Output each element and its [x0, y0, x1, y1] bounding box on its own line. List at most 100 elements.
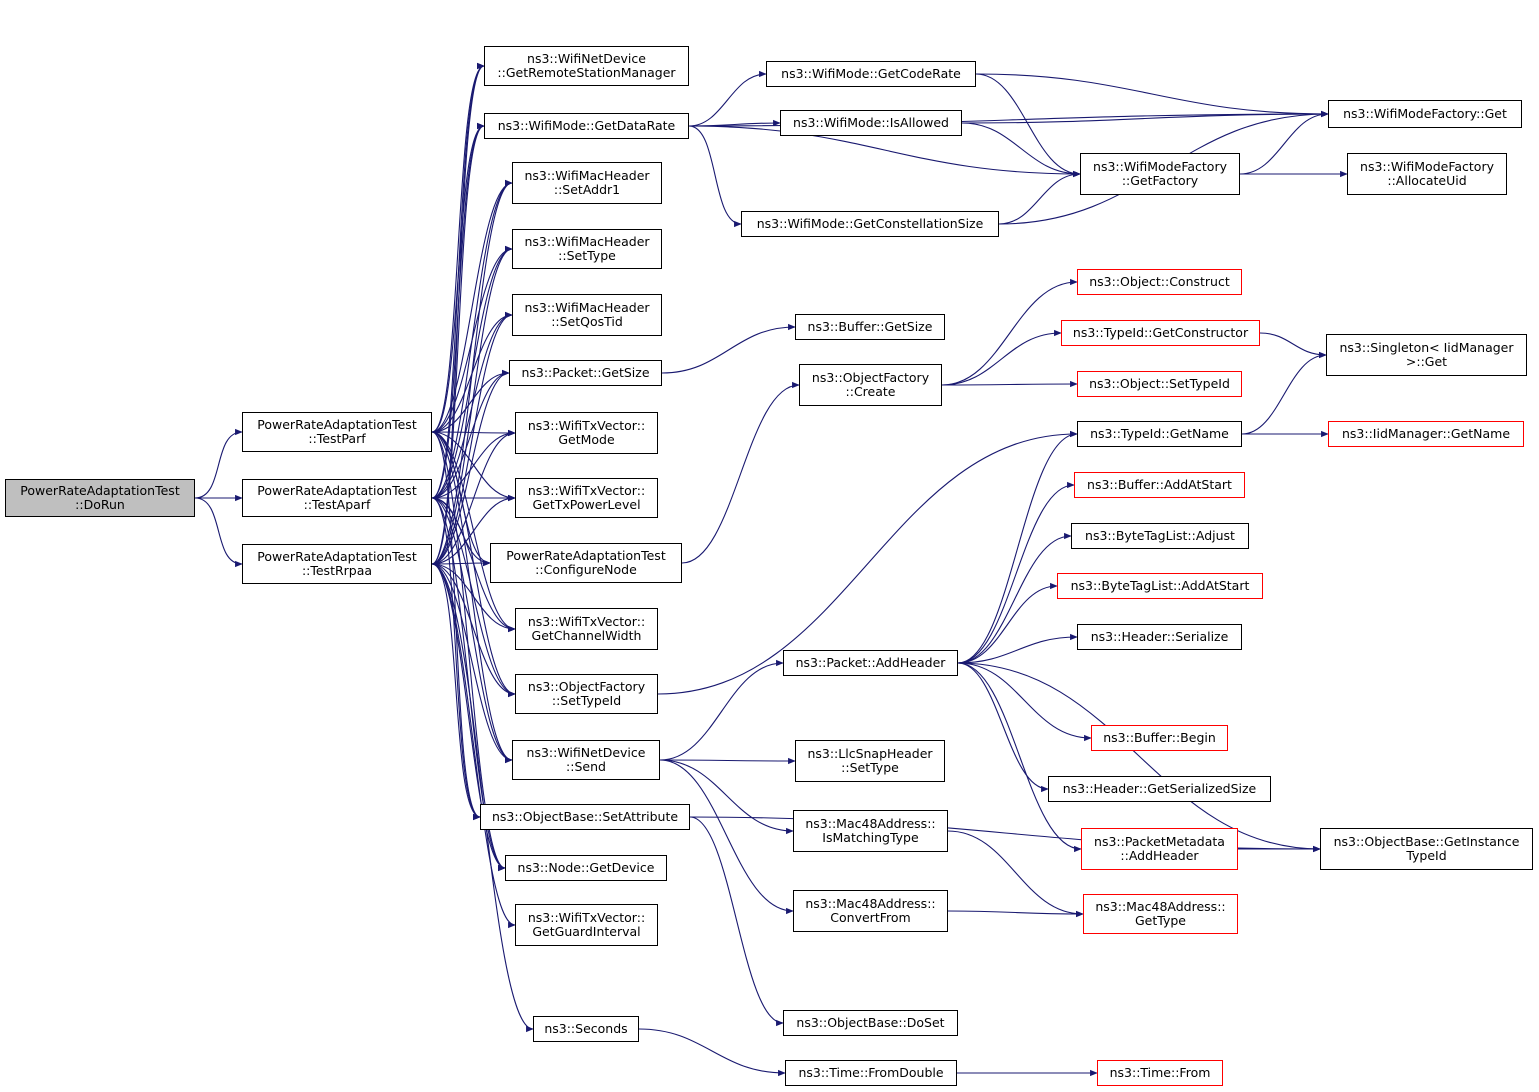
- node-label-line: ns3::Node::GetDevice: [517, 859, 655, 875]
- node-label-line: ns3::WifiTxVector::: [527, 613, 646, 629]
- edge-testrrpaa-to-send: [431, 563, 513, 764]
- node-singleton-get[interactable]: ns3::Singleton< IidManager >::Get: [1326, 334, 1527, 376]
- node-gettxpower[interactable]: ns3::WifiTxVector::GetTxPowerLevel: [515, 478, 658, 518]
- node-packet-getsize[interactable]: ns3::Packet::GetSize: [509, 360, 662, 386]
- node-iid-getname[interactable]: ns3::IidManager::GetName: [1328, 421, 1524, 447]
- node-label-line: GetGuardInterval: [532, 924, 641, 939]
- node-btl-adjust[interactable]: ns3::ByteTagList::Adjust: [1071, 523, 1249, 549]
- node-wmf-get[interactable]: ns3::WifiModeFactory::Get: [1328, 100, 1522, 128]
- node-label-line: ns3::ByteTagList::Adjust: [1085, 527, 1235, 543]
- node-llc-settype[interactable]: ns3::LlcSnapHeader::SetType: [795, 740, 945, 782]
- node-obj-settypeid[interactable]: ns3::Object::SetTypeId: [1077, 371, 1242, 397]
- node-buffer-addatstart[interactable]: ns3::Buffer::AddAtStart: [1074, 472, 1245, 498]
- node-label-line: ns3::TypeId::GetName: [1090, 425, 1229, 441]
- node-label-line: ns3::Mac48Address::: [1095, 898, 1226, 914]
- node-setqostid[interactable]: ns3::WifiMacHeader::SetQosTid: [512, 294, 662, 336]
- node-label-line: ::TestRrpaa: [301, 563, 373, 578]
- node-getmode[interactable]: ns3::WifiTxVector::GetMode: [515, 412, 658, 454]
- node-isallowed[interactable]: ns3::WifiMode::IsAllowed: [780, 110, 962, 136]
- node-testparf[interactable]: PowerRateAdaptationTest::TestParf: [242, 412, 432, 452]
- node-label-line: ::TestParf: [308, 431, 366, 446]
- node-label-line: ::GetRemoteStationManager: [497, 65, 676, 80]
- node-settype-mac[interactable]: ns3::WifiMacHeader::SetType: [512, 229, 662, 269]
- node-label-line: ns3::ObjectBase::SetAttribute: [491, 808, 679, 824]
- edge-testparf-to-getrsm: [431, 63, 485, 433]
- edge-isallowed-to-wmf-getfactory: [961, 122, 1081, 178]
- node-label-line: ns3::ObjectBase::GetInstance: [1333, 833, 1520, 849]
- node-buffer-begin[interactable]: ns3::Buffer::Begin: [1091, 725, 1228, 751]
- node-dorun: PowerRateAdaptationTest::DoRun: [5, 479, 195, 517]
- edge-mac48-ismatching-to-mac48-gettype: [947, 830, 1084, 918]
- edge-packet-getsize-to-buffer-getsize: [661, 323, 796, 374]
- node-label-line: ns3::Object::SetTypeId: [1089, 375, 1230, 391]
- node-label-line: ns3::Packet::GetSize: [521, 364, 650, 380]
- node-wmf-alloc[interactable]: ns3::WifiModeFactory::AllocateUid: [1347, 153, 1507, 195]
- node-label-line: PowerRateAdaptationTest: [257, 482, 417, 498]
- node-wmf-getfactory[interactable]: ns3::WifiModeFactory::GetFactory: [1080, 153, 1240, 195]
- node-getdatarate[interactable]: ns3::WifiMode::GetDataRate: [484, 113, 689, 139]
- node-getdevice[interactable]: ns3::Node::GetDevice: [505, 855, 667, 881]
- node-label-line: ns3::WifiMode::GetCodeRate: [781, 65, 961, 81]
- node-tid-getname[interactable]: ns3::TypeId::GetName: [1077, 421, 1242, 447]
- edge-of-create-to-obj-construct: [941, 278, 1078, 386]
- node-pm-addheader[interactable]: ns3::PacketMetadata::AddHeader: [1081, 828, 1238, 870]
- node-testrrpaa[interactable]: PowerRateAdaptationTest::TestRrpaa: [242, 544, 432, 584]
- node-testaparf[interactable]: PowerRateAdaptationTest::TestAparf: [242, 479, 432, 517]
- node-seconds[interactable]: ns3::Seconds: [533, 1016, 639, 1042]
- node-packet-addheader[interactable]: ns3::Packet::AddHeader: [783, 650, 958, 676]
- edge-getconst-to-wmf-getfactory: [998, 170, 1081, 225]
- node-obj-construct[interactable]: ns3::Object::Construct: [1077, 269, 1242, 295]
- edge-testrrpaa-to-setaddr1: [431, 179, 513, 565]
- node-label-line: PowerRateAdaptationTest: [257, 416, 417, 432]
- node-label-line: ns3::WifiModeFactory::Get: [1343, 105, 1507, 121]
- node-tid-getctor[interactable]: ns3::TypeId::GetConstructor: [1061, 320, 1260, 346]
- node-buffer-getsize[interactable]: ns3::Buffer::GetSize: [795, 314, 945, 340]
- node-getrsm[interactable]: ns3::WifiNetDevice::GetRemoteStationMana…: [484, 46, 689, 86]
- node-label-line: ::Send: [566, 759, 606, 774]
- edge-isallowed-to-wmf-get: [961, 110, 1329, 124]
- edge-testaparf-to-send: [431, 497, 513, 764]
- node-label-line: ::SetType: [558, 248, 616, 263]
- node-label-line: ns3::WifiNetDevice: [527, 50, 646, 66]
- edge-packet-addheader-to-tid-getname: [957, 430, 1078, 664]
- node-time-fromdouble[interactable]: ns3::Time::FromDouble: [785, 1060, 957, 1086]
- node-send[interactable]: ns3::WifiNetDevice::Send: [512, 740, 660, 780]
- node-of-settypeid[interactable]: ns3::ObjectFactory::SetTypeId: [515, 674, 658, 714]
- node-label-line: GetMode: [558, 432, 615, 447]
- node-mac48-convertfrom[interactable]: ns3::Mac48Address::ConvertFrom: [793, 890, 948, 932]
- node-label-line: GetChannelWidth: [531, 628, 642, 643]
- edge-wmf-getfactory-to-wmf-get: [1239, 110, 1329, 175]
- edge-getdatarate-to-getcoderate: [688, 70, 767, 127]
- node-label-line: ns3::Header::Serialize: [1090, 628, 1229, 644]
- edge-packet-addheader-to-header-serialize: [957, 633, 1078, 664]
- edge-send-to-packet-addheader: [659, 659, 784, 761]
- node-label-line: ::ConfigureNode: [535, 562, 637, 577]
- edge-packet-addheader-to-buffer-addatstart: [957, 481, 1075, 664]
- node-label-line: ConvertFrom: [830, 910, 911, 925]
- node-getguard[interactable]: ns3::WifiTxVector::GetGuardInterval: [515, 904, 658, 946]
- node-label-line: ns3::WifiMode::GetDataRate: [497, 117, 676, 133]
- node-time-from[interactable]: ns3::Time::From: [1097, 1060, 1223, 1086]
- node-getchannelwidth[interactable]: ns3::WifiTxVector::GetChannelWidth: [515, 608, 658, 650]
- node-btl-addatstart[interactable]: ns3::ByteTagList::AddAtStart: [1057, 573, 1263, 599]
- node-setattribute[interactable]: ns3::ObjectBase::SetAttribute: [480, 804, 690, 830]
- edge-send-to-mac48-ismatching: [659, 759, 794, 835]
- node-of-create[interactable]: ns3::ObjectFactory::Create: [799, 364, 942, 406]
- node-mac48-ismatching[interactable]: ns3::Mac48Address::IsMatchingType: [793, 810, 948, 852]
- node-label-line: PowerRateAdaptationTest: [257, 548, 417, 564]
- node-setaddr1[interactable]: ns3::WifiMacHeader::SetAddr1: [512, 162, 662, 204]
- node-label-line: ns3::WifiTxVector::: [527, 417, 646, 433]
- node-header-serialize[interactable]: ns3::Header::Serialize: [1077, 624, 1242, 650]
- edge-testrrpaa-to-packet-getsize: [431, 369, 510, 565]
- node-getcoderate[interactable]: ns3::WifiMode::GetCodeRate: [766, 61, 976, 87]
- node-configurenode[interactable]: PowerRateAdaptationTest::ConfigureNode: [490, 543, 682, 583]
- edge-testrrpaa-to-setattribute: [431, 563, 481, 821]
- node-header-getsersize[interactable]: ns3::Header::GetSerializedSize: [1048, 776, 1271, 802]
- node-getconst[interactable]: ns3::WifiMode::GetConstellationSize: [741, 211, 999, 237]
- node-mac48-gettype[interactable]: ns3::Mac48Address::GetType: [1083, 894, 1238, 934]
- node-label-line: ns3::WifiMode::GetConstellationSize: [756, 215, 984, 231]
- node-ob-doset[interactable]: ns3::ObjectBase::DoSet: [783, 1010, 958, 1036]
